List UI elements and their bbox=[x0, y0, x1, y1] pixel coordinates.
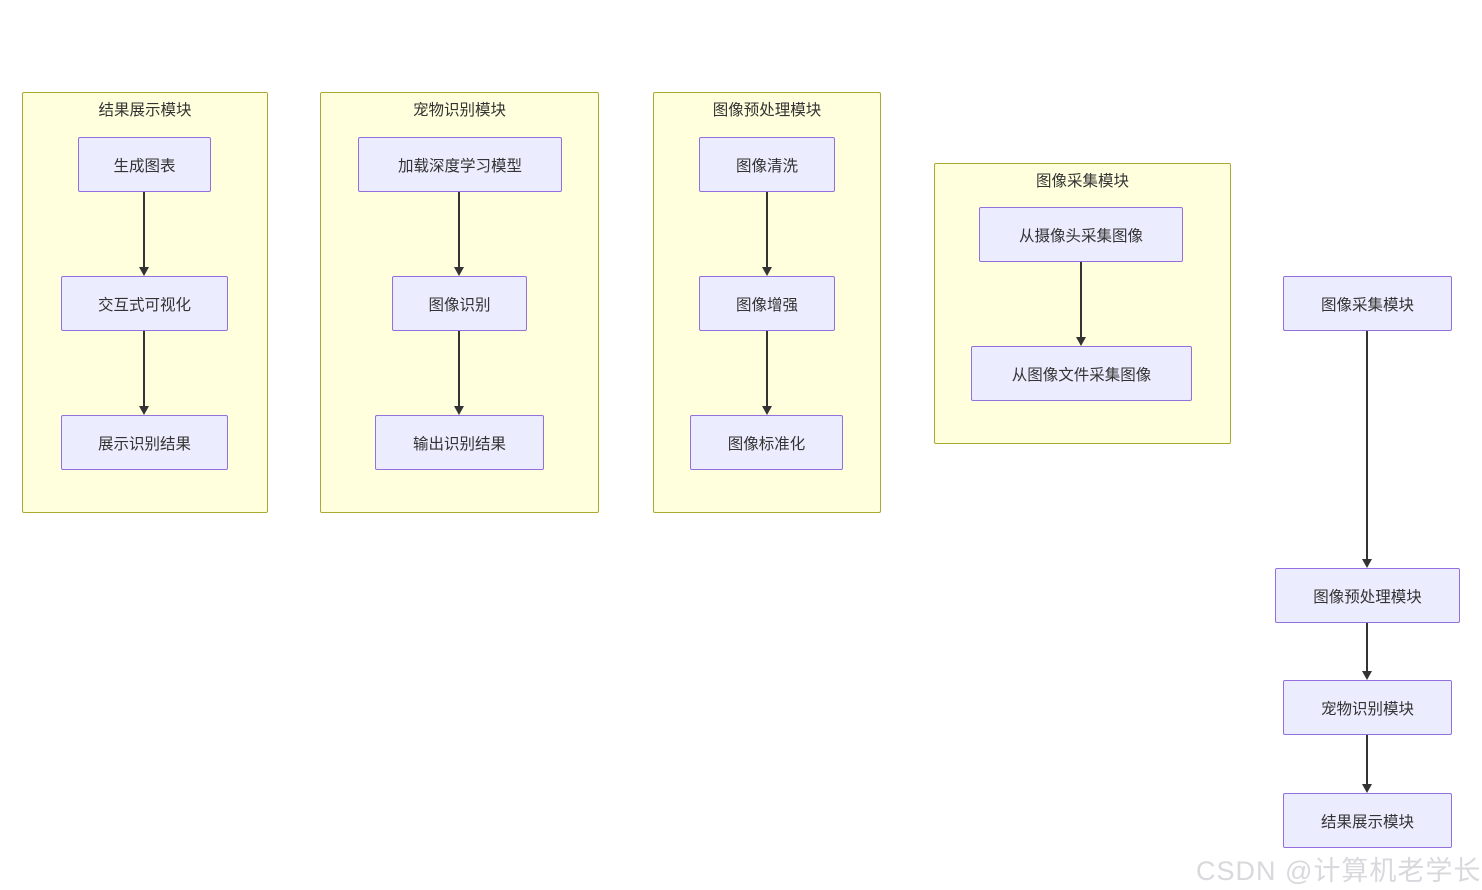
arrowhead-icon bbox=[1361, 784, 1372, 793]
node-label: 生成图表 bbox=[113, 157, 176, 175]
csdn-watermark: CSDN @计算机老学长 bbox=[1196, 856, 1482, 886]
subgraph-title: 图像采集模块 bbox=[1035, 173, 1129, 190]
arrowhead-icon bbox=[138, 406, 149, 415]
edge-pipeline-recognize-to-pipeline-display bbox=[1366, 735, 1368, 785]
node-show-result[interactable]: 展示识别结果 bbox=[61, 415, 228, 470]
node-label: 加载深度学习模型 bbox=[397, 157, 522, 175]
arrowhead-icon bbox=[1075, 337, 1086, 346]
edge-generate-chart-to-interactive-visual bbox=[143, 192, 145, 268]
arrowhead-icon bbox=[138, 267, 149, 276]
node-capture-from-file[interactable]: 从图像文件采集图像 bbox=[971, 346, 1192, 401]
edge-pipeline-capture-to-pipeline-preprocess bbox=[1366, 331, 1368, 560]
node-image-recognize[interactable]: 图像识别 bbox=[392, 276, 527, 331]
node-pipeline-preprocess[interactable]: 图像预处理模块 bbox=[1275, 568, 1460, 623]
node-label: 图像识别 bbox=[428, 296, 491, 314]
node-label: 图像增强 bbox=[735, 296, 798, 314]
node-label: 图像清洗 bbox=[735, 157, 798, 175]
edge-pipeline-preprocess-to-pipeline-recognize bbox=[1366, 623, 1368, 672]
node-pipeline-capture[interactable]: 图像采集模块 bbox=[1283, 276, 1452, 331]
arrowhead-icon bbox=[1361, 671, 1372, 680]
subgraph-title: 宠物识别模块 bbox=[412, 102, 506, 119]
node-image-normalize[interactable]: 图像标准化 bbox=[690, 415, 843, 470]
node-label: 展示识别结果 bbox=[97, 435, 191, 453]
node-label: 交互式可视化 bbox=[97, 296, 191, 314]
node-label: 图像预处理模块 bbox=[1313, 588, 1422, 606]
edge-interactive-visual-to-show-result bbox=[143, 331, 145, 407]
edge-image-recognize-to-output-result bbox=[458, 331, 460, 407]
node-generate-chart[interactable]: 生成图表 bbox=[78, 137, 211, 192]
node-label: 结果展示模块 bbox=[1320, 813, 1414, 831]
node-pipeline-recognize[interactable]: 宠物识别模块 bbox=[1283, 680, 1452, 735]
node-capture-from-camera[interactable]: 从摄像头采集图像 bbox=[979, 207, 1183, 262]
node-label: 输出识别结果 bbox=[412, 435, 506, 453]
arrowhead-icon bbox=[453, 267, 464, 276]
node-output-result[interactable]: 输出识别结果 bbox=[375, 415, 544, 470]
node-image-clean[interactable]: 图像清洗 bbox=[699, 137, 835, 192]
subgraph-image-capture-module: 图像采集模块 bbox=[934, 163, 1231, 444]
edge-image-enhance-to-image-normalize bbox=[766, 331, 768, 407]
node-label: 图像标准化 bbox=[727, 435, 806, 453]
node-load-dl-model[interactable]: 加载深度学习模型 bbox=[358, 137, 562, 192]
arrowhead-icon bbox=[453, 406, 464, 415]
subgraph-title: 图像预处理模块 bbox=[712, 102, 822, 119]
node-label: 宠物识别模块 bbox=[1320, 700, 1414, 718]
arrowhead-icon bbox=[1361, 559, 1372, 568]
subgraph-title: 结果展示模块 bbox=[98, 102, 192, 119]
node-label: 从图像文件采集图像 bbox=[1011, 366, 1152, 384]
edge-load-dl-model-to-image-recognize bbox=[458, 192, 460, 268]
arrowhead-icon bbox=[761, 267, 772, 276]
edge-capture-from-camera-to-capture-from-file bbox=[1080, 262, 1082, 338]
node-label: 图像采集模块 bbox=[1320, 296, 1414, 314]
node-image-enhance[interactable]: 图像增强 bbox=[699, 276, 835, 331]
node-label: 从摄像头采集图像 bbox=[1018, 227, 1143, 245]
node-pipeline-display[interactable]: 结果展示模块 bbox=[1283, 793, 1452, 848]
arrowhead-icon bbox=[761, 406, 772, 415]
node-interactive-visual[interactable]: 交互式可视化 bbox=[61, 276, 228, 331]
edge-image-clean-to-image-enhance bbox=[766, 192, 768, 268]
